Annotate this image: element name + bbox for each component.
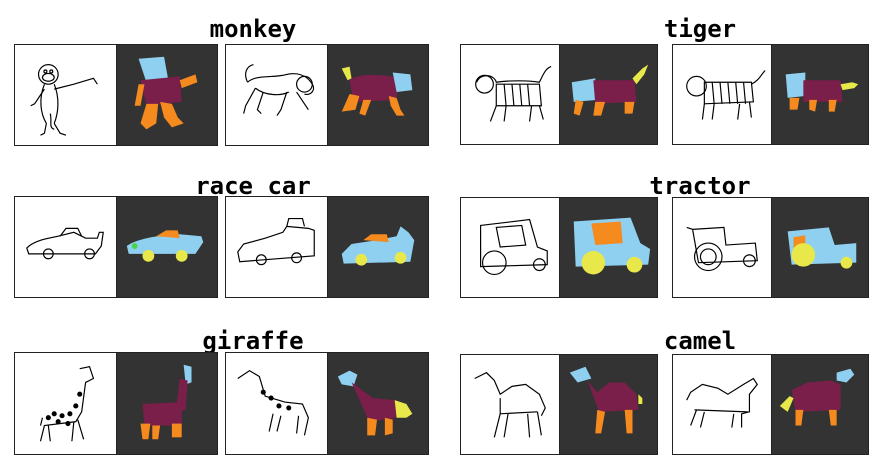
camel-sketch-1: [460, 354, 560, 455]
race-car-segmentation-1: [116, 196, 218, 298]
monkey-segmentation-2: [327, 44, 429, 146]
tractor-sketch-1: [460, 197, 560, 298]
race-car-segmentation-2: [327, 196, 429, 298]
tractor-sketch-2: [672, 197, 772, 298]
tiger-segmentation-2: [771, 44, 869, 145]
category-title-giraffe: giraffe: [202, 327, 304, 355]
category-title-tractor: tractor: [649, 172, 751, 200]
camel-segmentation-2: [771, 354, 869, 455]
giraffe-sketch-1: [14, 352, 117, 455]
monkey-sketch-2: [225, 44, 328, 146]
giraffe-segmentation-1: [116, 352, 218, 455]
tractor-segmentation-1: [559, 197, 658, 298]
tractor-segmentation-2: [771, 197, 869, 298]
race-car-sketch-1: [14, 196, 117, 298]
monkey-sketch-1: [14, 44, 117, 146]
giraffe-segmentation-2: [327, 352, 429, 455]
monkey-segmentation-1: [116, 44, 218, 146]
category-title-tiger: tiger: [663, 15, 737, 43]
category-title-camel: camel: [663, 327, 737, 355]
race-car-sketch-2: [225, 196, 328, 298]
category-title-monkey: monkey: [209, 15, 297, 43]
tiger-segmentation-1: [559, 44, 658, 145]
tiger-sketch-1: [460, 44, 560, 145]
category-title-race-car: race car: [195, 172, 311, 200]
tiger-sketch-2: [672, 44, 772, 145]
camel-sketch-2: [672, 354, 772, 455]
giraffe-sketch-2: [225, 352, 328, 455]
camel-segmentation-1: [559, 354, 658, 455]
